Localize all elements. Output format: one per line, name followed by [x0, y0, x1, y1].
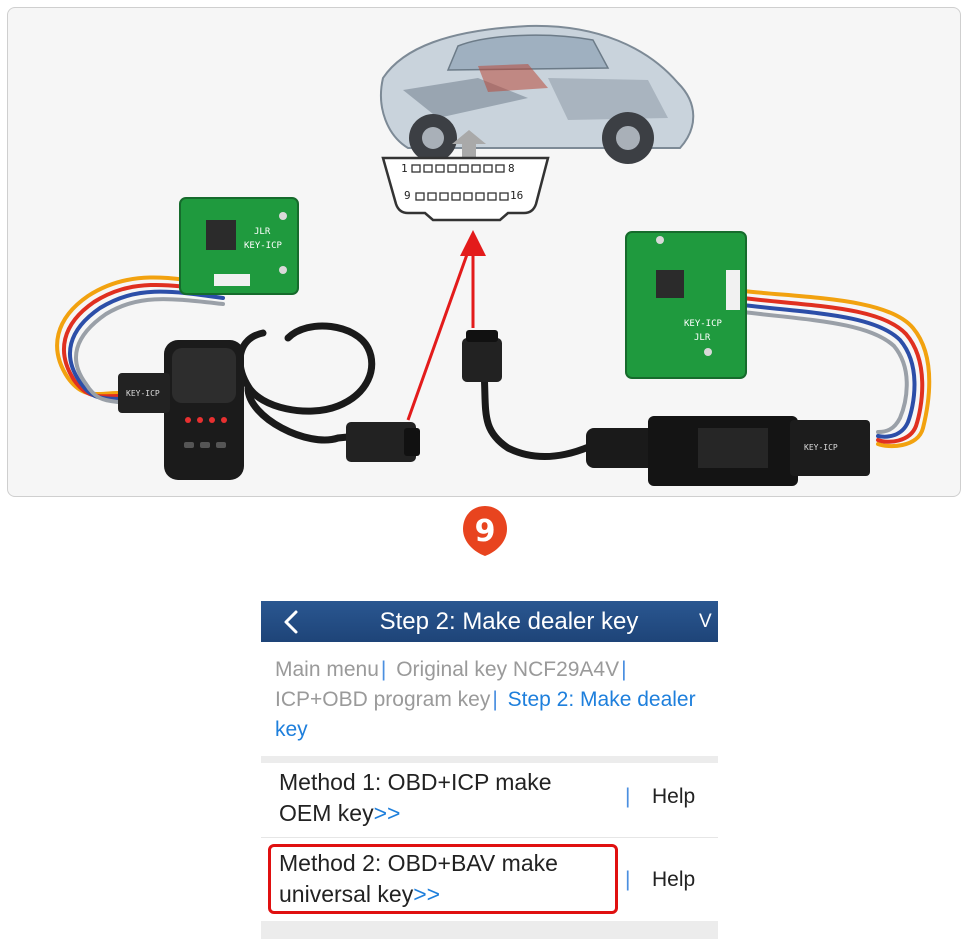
- breadcrumb-item-current: Step 2: Make dealer key: [275, 688, 696, 741]
- board-label-jlr: JLR: [254, 227, 271, 237]
- connection-diagram: 1 8 9 16: [55, 24, 932, 486]
- method-2-line2: universal key: [279, 881, 414, 907]
- app-screen: Step 2: Make dealer key V Main menu| Ori…: [261, 601, 718, 939]
- icp-board-right: KEY-ICP JLR: [625, 231, 747, 379]
- icp-board-left: JLR KEY-ICP: [179, 197, 299, 295]
- breadcrumb-item-main-menu[interactable]: Main menu: [275, 658, 379, 681]
- breadcrumb-separator: |: [621, 658, 627, 681]
- map-pin-icon: [463, 506, 507, 556]
- pin-label-16: 16: [510, 189, 523, 202]
- method-1-line1: Method 1: OBD+ICP make: [279, 769, 552, 795]
- obd-port: 1 8 9 16: [381, 156, 550, 222]
- obd-adapter-right: KEY-ICP: [586, 416, 870, 486]
- method-row-2: Method 2: OBD+BAV make universal key>> |…: [261, 838, 718, 920]
- method-2-line1: Method 2: OBD+BAV make: [279, 850, 558, 876]
- breadcrumb-separator: |: [492, 688, 498, 711]
- bottom-divider: [261, 921, 718, 939]
- row-separator: |: [625, 785, 631, 808]
- method-2-link[interactable]: Method 2: OBD+BAV make universal key>>: [279, 848, 609, 910]
- breadcrumb-separator: |: [380, 658, 387, 681]
- method-1-link[interactable]: Method 1: OBD+ICP make OEM key>>: [279, 767, 609, 829]
- page-title: Step 2: Make dealer key: [379, 608, 639, 635]
- board-label-jlr-right: JLR: [694, 333, 711, 343]
- obd-plug-left: [346, 422, 420, 462]
- cables: [55, 275, 932, 460]
- method-row-1: Method 1: OBD+ICP make OEM key>> | Help: [261, 763, 718, 836]
- chevron-left-icon: [284, 610, 298, 634]
- breadcrumb: Main menu| Original key NCF29A4V| ICP+OB…: [275, 655, 715, 745]
- step-number: 9: [474, 514, 496, 549]
- wiring-illustration: 1 8 9 16: [7, 7, 961, 497]
- car-image: [379, 24, 695, 164]
- programmer-device: KEY-ICP: [118, 340, 244, 480]
- section-divider: [261, 756, 718, 763]
- header-bar: Step 2: Make dealer key V: [261, 601, 718, 642]
- step-number-badge: 9: [460, 504, 510, 558]
- row-divider: [261, 837, 718, 838]
- pin-label-9: 9: [404, 189, 411, 202]
- breadcrumb-item-original-key[interactable]: Original key NCF29A4V: [396, 658, 620, 681]
- adapter-label: KEY-ICP: [126, 389, 160, 398]
- help-link-1[interactable]: Help: [652, 785, 696, 808]
- red-arrow: [406, 230, 486, 421]
- method-1-arrows: >>: [373, 800, 401, 826]
- obd-plug-center: [462, 330, 502, 382]
- arrow-up-icon: [452, 130, 486, 158]
- board-label-key-icp: KEY-ICP: [244, 241, 283, 251]
- help-link-2[interactable]: Help: [652, 868, 696, 891]
- method-2-arrows: >>: [413, 881, 441, 907]
- pin-label-8: 8: [508, 162, 515, 175]
- adapter-label-right: KEY-ICP: [804, 443, 838, 452]
- back-button[interactable]: [279, 608, 305, 636]
- method-1-line2: OEM key: [279, 800, 374, 826]
- header-right-text: V: [699, 611, 712, 632]
- selection-highlight-box: [268, 844, 618, 914]
- pin-label-1: 1: [401, 162, 408, 175]
- row-separator: |: [625, 868, 631, 891]
- breadcrumb-item-icp-obd[interactable]: ICP+OBD program key: [275, 688, 491, 711]
- board-label-key-icp-right: KEY-ICP: [684, 319, 723, 329]
